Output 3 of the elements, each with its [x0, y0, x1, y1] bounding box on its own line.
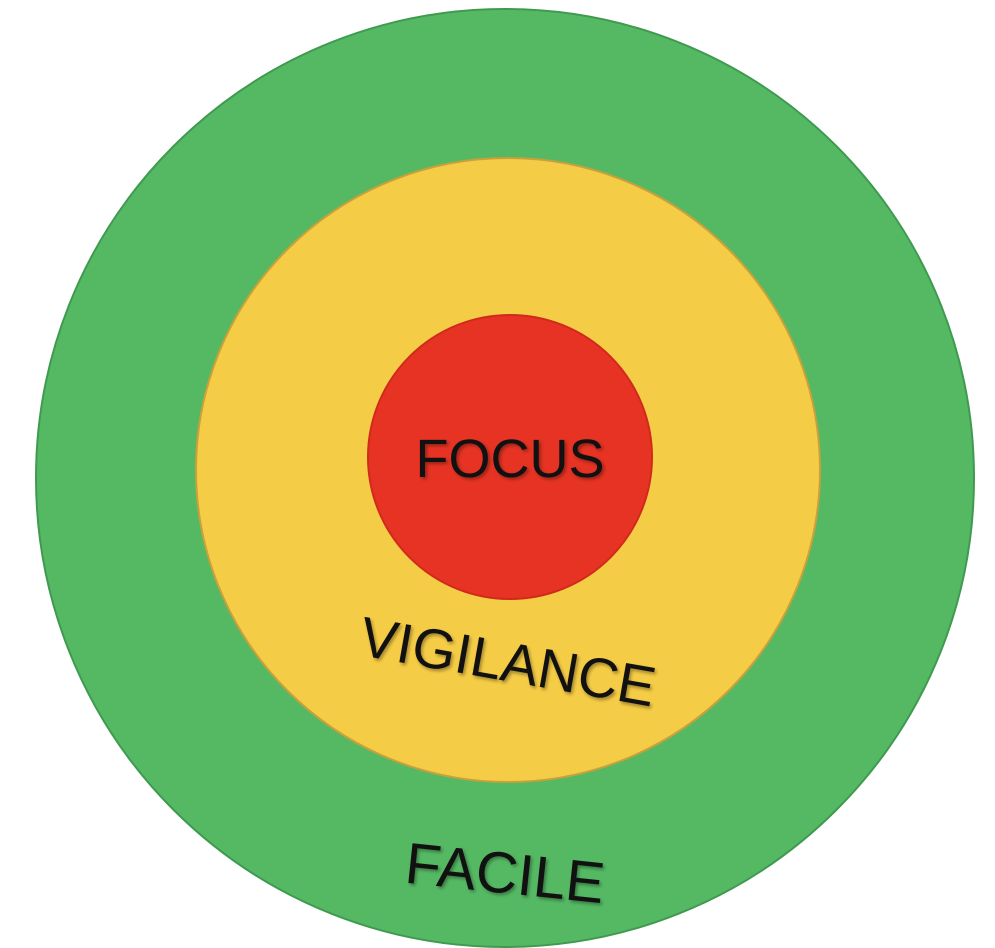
ring-label: VIGILANCE	[355, 604, 661, 720]
ring-label: FACILE	[402, 830, 608, 918]
ring-label: FOCUS	[416, 428, 604, 490]
